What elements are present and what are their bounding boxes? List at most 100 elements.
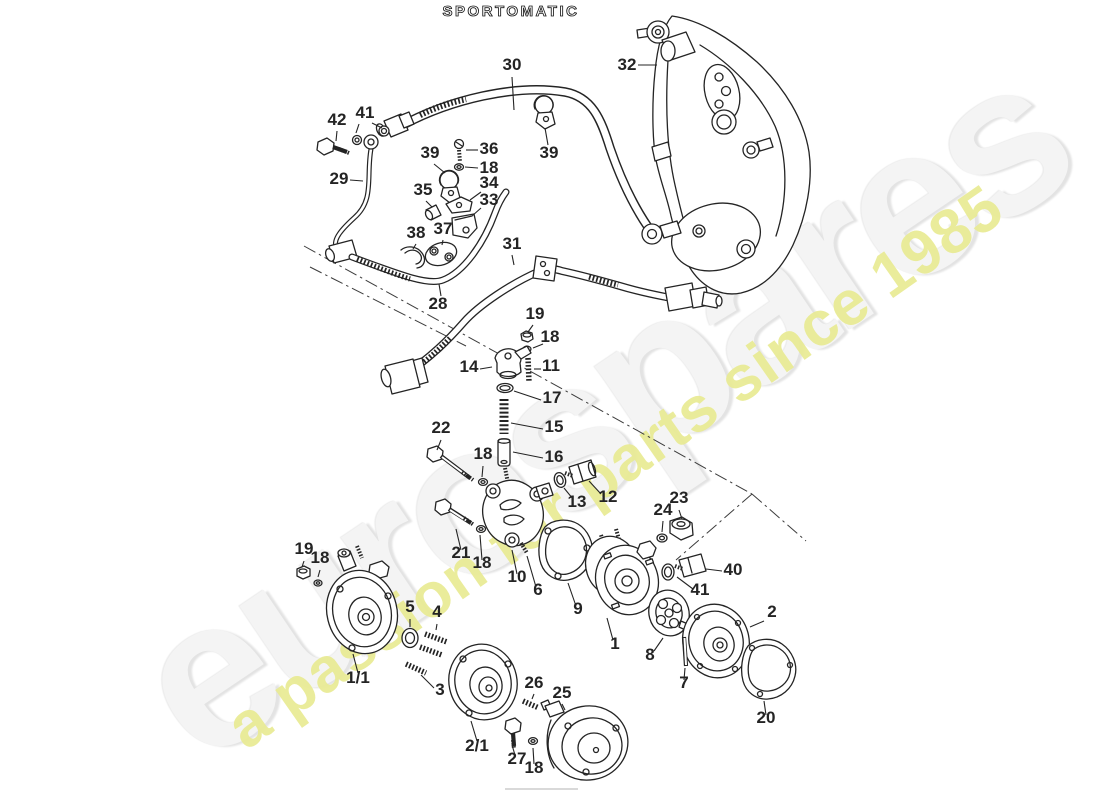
part-label-39: 39: [540, 143, 559, 162]
leader-line-31: [511, 254, 515, 266]
part-28-oil-hose: [348, 188, 510, 286]
part-8-rotor-set: [648, 589, 698, 637]
part-17-oring: [496, 382, 514, 394]
part-32-mount-bracket: [636, 15, 811, 295]
part-18-washer-left: [313, 579, 323, 587]
part-36-screw: [453, 138, 465, 163]
leader-line-1: [606, 617, 614, 641]
part-23-cap-nut: [669, 516, 694, 541]
part-13-washer: [553, 472, 567, 488]
leader-line-40: [705, 568, 723, 572]
part-1-1-pump-assembly: [325, 545, 399, 655]
leader-line-17: [513, 390, 542, 401]
leader-line-30: [511, 76, 515, 111]
leader-line-26: [531, 693, 535, 700]
part-label-2: 2: [767, 602, 776, 621]
leader-line-18: [317, 569, 321, 578]
leader-line-4: [435, 623, 438, 631]
part-label-5: 5: [405, 597, 414, 616]
leader-line-19: [527, 324, 534, 333]
part-29-oil-pipe: [324, 134, 379, 264]
part-21-bolt: [434, 498, 476, 527]
leader-line-39: [544, 127, 549, 146]
leader-line-1-1: [352, 653, 359, 674]
part-label-41: 41: [356, 103, 375, 122]
part-label-13: 13: [568, 492, 587, 511]
leader-line-41: [355, 123, 360, 134]
leader-line-37: [441, 239, 444, 246]
part-3-stud: [404, 661, 428, 676]
leader-line-24: [661, 520, 664, 533]
part-label-18: 18: [480, 158, 499, 177]
part-label-33: 33: [480, 190, 499, 209]
part-label-38: 38: [407, 223, 426, 242]
part-label-25: 25: [553, 683, 572, 702]
part-10-pump-body: [482, 467, 554, 548]
part-2-1-cover: [448, 643, 518, 721]
part-label-12: 12: [599, 487, 618, 506]
leader-line-41: [371, 122, 383, 129]
part-40-union-fitting: [674, 553, 707, 578]
part-18-nut-top: [453, 163, 465, 171]
part-label-42: 42: [328, 110, 347, 129]
part-label-30: 30: [503, 55, 522, 74]
part-label-18: 18: [474, 444, 493, 463]
part-label-18: 18: [311, 548, 330, 567]
part-30-oil-hose: [375, 85, 682, 245]
part-label-27: 27: [508, 749, 527, 768]
part-41-oring-right: [661, 563, 675, 581]
part-label-22: 22: [432, 418, 451, 437]
part-label-41: 41: [691, 580, 710, 599]
leader-line-20: [763, 700, 767, 716]
part-39-clamp-left: [438, 169, 461, 204]
part-38-clip: [400, 246, 426, 269]
leader-line-14: [479, 366, 493, 370]
part-label-26: 26: [525, 673, 544, 692]
part-35-spacer: [424, 204, 442, 221]
part-label-4: 4: [432, 602, 442, 621]
part-label-32: 32: [618, 55, 637, 74]
leader-line-35: [425, 200, 433, 208]
leader-line-27: [511, 744, 516, 756]
part-24-seal-ring: [656, 533, 668, 543]
leader-line-3: [420, 674, 435, 689]
part-41-washers-top: [351, 125, 390, 146]
leader-line-19: [301, 560, 305, 568]
part-label-18: 18: [525, 758, 544, 777]
leader-line-42: [335, 130, 338, 142]
part-27-bolt: [504, 717, 522, 750]
leader-line-38: [412, 243, 417, 250]
leader-line-18: [481, 465, 484, 478]
leader-line-21: [455, 528, 462, 551]
part-label-19: 19: [526, 304, 545, 323]
part-label-7: 7: [679, 673, 688, 692]
part-label-11: 11: [542, 356, 560, 375]
part-14-union-fitting: [494, 345, 532, 380]
part-1-oil-pump: [584, 528, 660, 616]
part-label-9: 9: [573, 599, 582, 618]
leader-line-6: [526, 555, 537, 588]
part-label-8: 8: [645, 645, 654, 664]
leader-line-13: [563, 487, 574, 500]
part-label-24: 24: [654, 500, 673, 519]
leader-line-33: [471, 207, 482, 217]
part-34-bracket: [445, 196, 473, 214]
part-42-bolt: [316, 137, 350, 156]
leader-line-34: [469, 191, 482, 201]
diagram-title: SPORTOMATIC: [443, 3, 580, 20]
part-label-19: 19: [295, 539, 314, 558]
part-label-37: 37: [434, 219, 453, 238]
leader-line-29: [349, 179, 364, 182]
part-11-stud: [525, 357, 532, 383]
part-16-piston-sleeve: [497, 438, 511, 467]
leader-line-18: [532, 343, 544, 349]
leader-line-22: [436, 439, 442, 451]
part-7-pin: [681, 636, 689, 667]
part-9-gasket: [538, 519, 594, 581]
part-label-1: 1: [610, 634, 619, 653]
part-20-gasket: [741, 638, 797, 700]
leader-line-2: [749, 620, 765, 628]
part-label-14: 14: [460, 357, 479, 376]
part-18-nut-bottom: [527, 736, 539, 746]
